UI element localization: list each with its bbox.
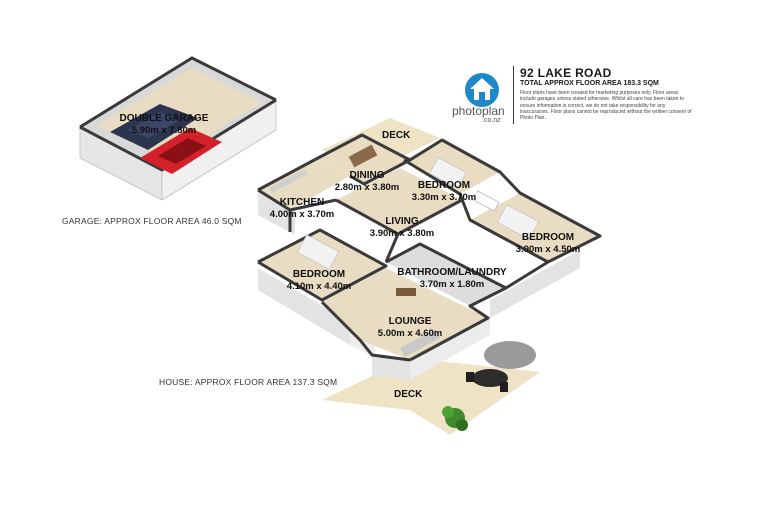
bedroom1-name: BEDROOM — [417, 180, 471, 191]
logo-domain: .co.nz — [482, 117, 501, 124]
garage-block — [79, 56, 277, 201]
disclaimer-text: Floor plans have been created for market… — [520, 90, 692, 121]
bedroom2-dims: 3.90m x 4.50m — [515, 243, 581, 255]
dining-table — [348, 144, 378, 168]
living-dims: 3.90m x 3.80m — [369, 227, 435, 239]
total-floor-area: TOTAL APPROX FLOOR AREA 183.3 SQM — [520, 80, 659, 87]
potted-plant — [442, 406, 468, 431]
bedroom1-bed — [429, 157, 467, 189]
living-floor — [336, 168, 462, 234]
kitchen-dims: 4.00m x 3.70m — [269, 208, 335, 220]
room-label-bathroom: BATHROOM/LAUNDRY 3.70m x 1.80m — [392, 262, 512, 290]
garage-car-navy — [110, 104, 198, 150]
living-name: LIVING — [385, 216, 419, 227]
garage-area: GARAGE: APPROX FLOOR AREA 46.0 SQM — [62, 216, 242, 226]
kitchen-bench — [268, 168, 308, 194]
lounge-name: LOUNGE — [388, 316, 432, 327]
house-block — [257, 133, 602, 380]
room-label-lounge: LOUNGE 5.00m x 4.60m — [365, 311, 455, 339]
bedroom3-name: BEDROOM — [292, 269, 346, 280]
room-label-bedroom1: BEDROOM 3.30m x 3.70m — [404, 175, 484, 203]
room-label-kitchen: KITCHEN 4.00m x 3.70m — [262, 192, 342, 220]
kitchen-name: KITCHEN — [279, 197, 325, 208]
garage-dims: 5.90m x 7.80m — [131, 124, 197, 136]
lounge-dims: 5.00m x 4.60m — [377, 327, 443, 339]
bottom-deck — [322, 358, 540, 435]
garage-label: DOUBLE GARAGE 5.90m x 7.80m — [104, 108, 224, 136]
bedroom3-dims: 4.10m x 4.40m — [286, 280, 352, 292]
room-label-dining: DINING 2.80m x 3.80m — [327, 165, 407, 193]
room-label-bedroom3: BEDROOM 4.10m x 4.40m — [279, 264, 359, 292]
bedroom1-dims: 3.30m x 3.70m — [411, 191, 477, 203]
dining-dims: 2.80m x 3.80m — [334, 181, 400, 193]
bedroom2-bed — [497, 204, 539, 240]
header-divider — [513, 66, 514, 124]
deck-top-label: DECK — [382, 130, 411, 141]
garage-name: DOUBLE GARAGE — [119, 113, 209, 124]
room-label-living: LIVING 3.90m x 3.80m — [362, 211, 442, 239]
bath-tub — [472, 190, 500, 212]
bathroom-name: BATHROOM/LAUNDRY — [397, 267, 507, 278]
deck-bottom-label: DECK — [394, 389, 423, 400]
lounge-floor — [322, 268, 488, 360]
bathroom-floor — [386, 244, 506, 306]
room-label-bedroom2: BEDROOM 3.90m x 4.50m — [508, 227, 588, 255]
lounge-sofa — [399, 329, 441, 357]
house-area: HOUSE: APPROX FLOOR AREA 137.3 SQM — [159, 377, 338, 387]
property-address: 92 LAKE ROAD — [520, 66, 612, 80]
kitchen-floor — [258, 158, 350, 210]
garage-car-red — [140, 128, 222, 174]
house-logo-icon — [465, 73, 499, 107]
bedroom2-name: BEDROOM — [521, 232, 575, 243]
deck-furniture — [466, 341, 536, 392]
bedroom3-bed — [297, 234, 339, 270]
bathroom-dims: 3.70m x 1.80m — [419, 278, 485, 290]
photoplan-logo — [450, 68, 520, 128]
dining-name: DINING — [349, 170, 385, 181]
logo-wordmark: photoplan — [452, 104, 505, 118]
lounge-fireplace — [396, 288, 416, 296]
